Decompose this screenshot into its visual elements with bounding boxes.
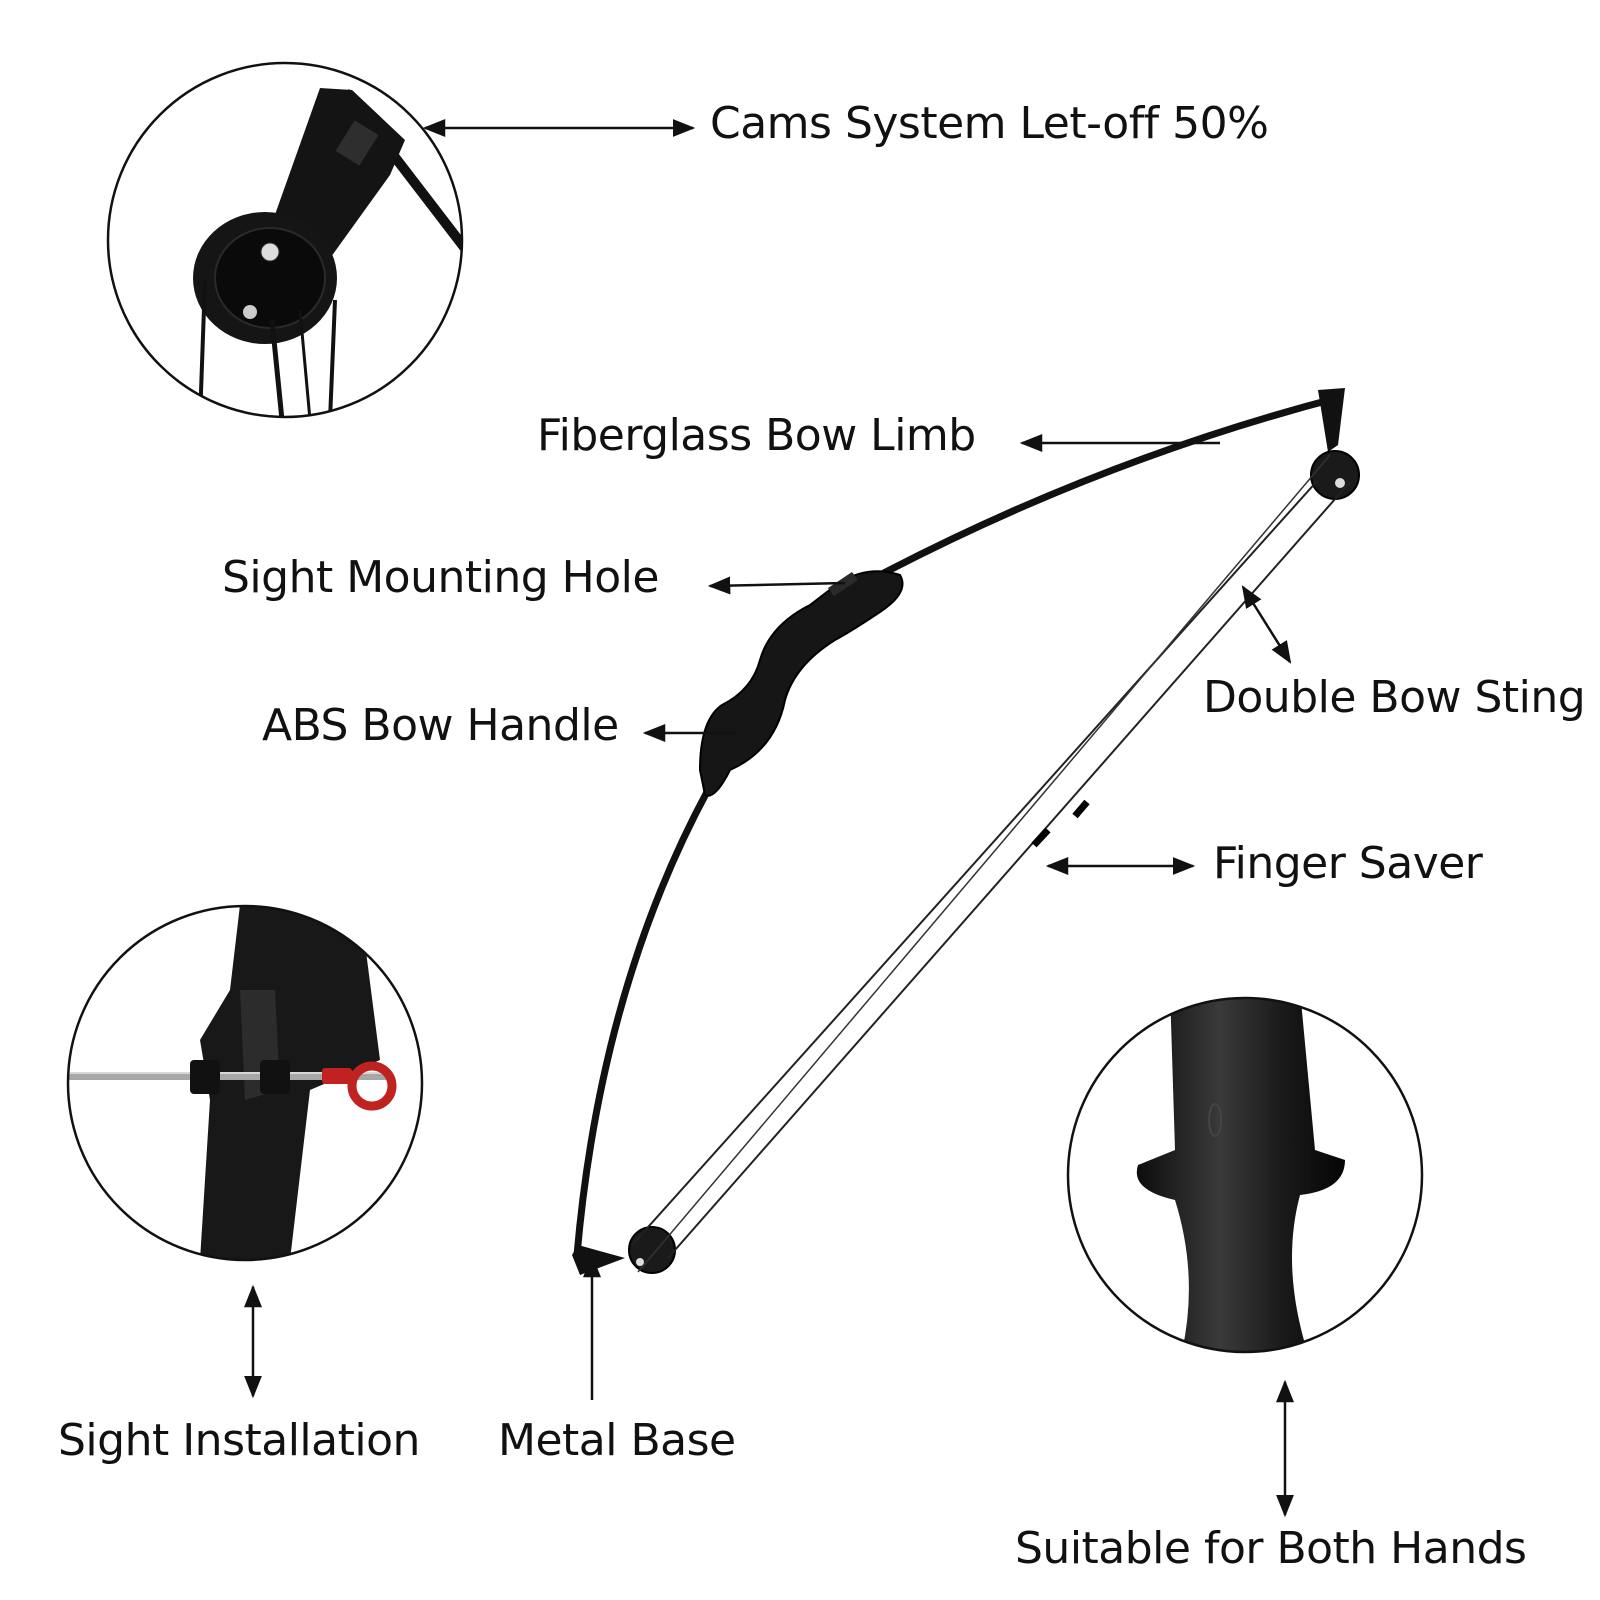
label-sight-installation: Sight Installation bbox=[58, 1415, 420, 1466]
sight-zoom bbox=[66, 904, 424, 1262]
label-metal-base: Metal Base bbox=[498, 1415, 736, 1466]
cam-zoom bbox=[106, 61, 464, 419]
label-both-hands: Suitable for Both Hands bbox=[1015, 1523, 1527, 1574]
label-sight-mounting-hole: Sight Mounting Hole bbox=[222, 552, 659, 603]
grip-zoom bbox=[1066, 996, 1424, 1354]
label-abs-bow-handle: ABS Bow Handle bbox=[262, 700, 619, 751]
label-finger-saver: Finger Saver bbox=[1213, 838, 1483, 889]
label-fiberglass-limb: Fiberglass Bow Limb bbox=[537, 410, 976, 461]
label-double-bow-string: Double Bow Sting bbox=[1203, 672, 1586, 723]
label-cams-system: Cams System Let-off 50% bbox=[710, 98, 1269, 149]
callout-arrows bbox=[244, 119, 1294, 1518]
bow bbox=[572, 388, 1360, 1275]
